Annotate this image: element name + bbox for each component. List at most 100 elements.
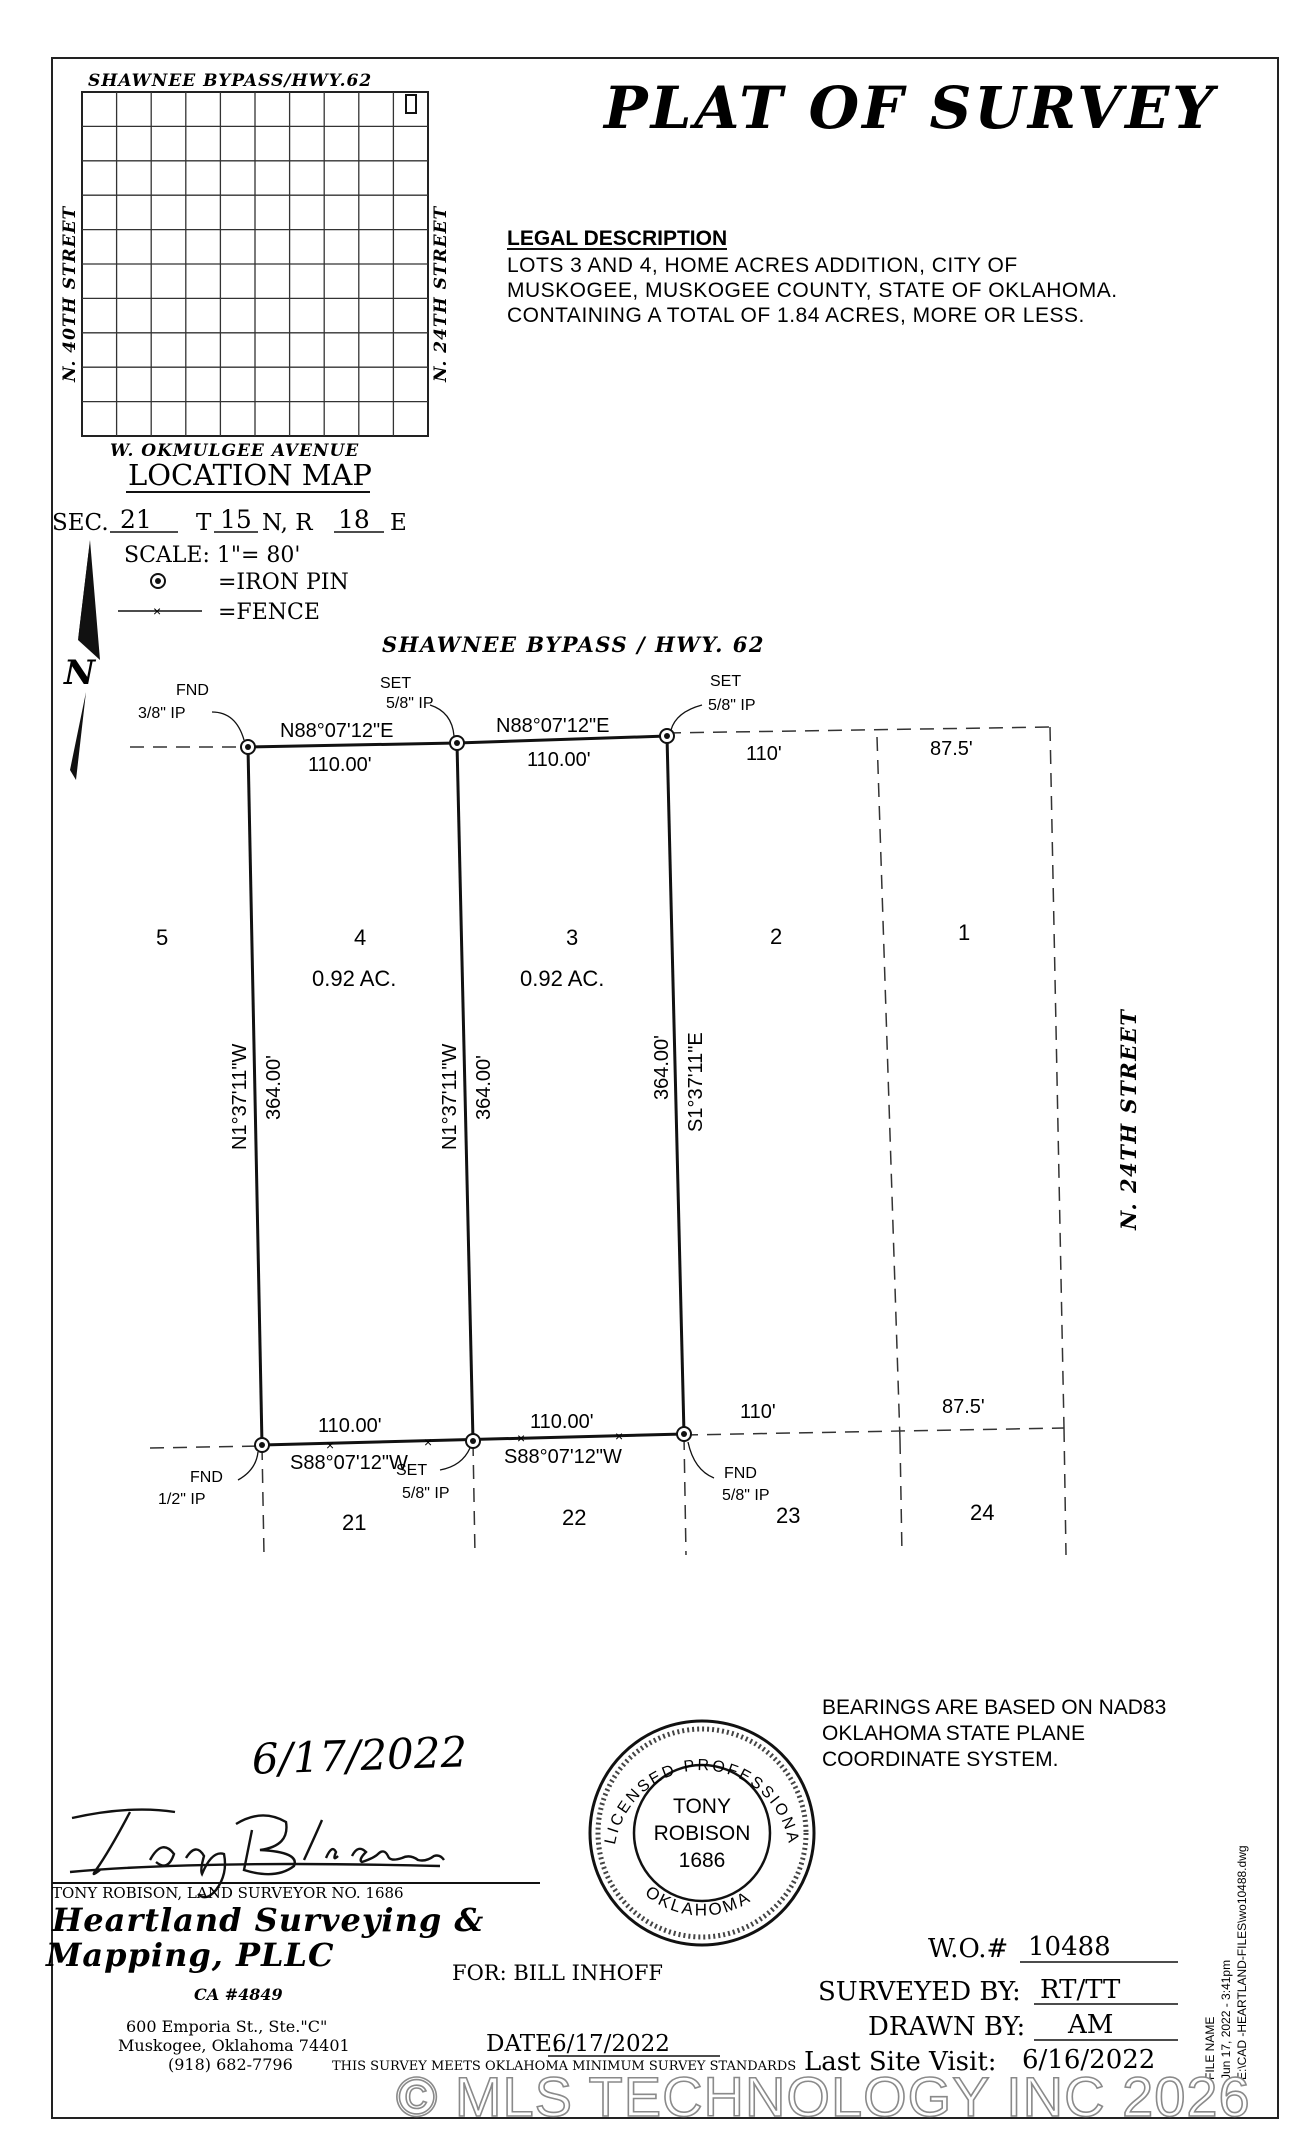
lot-acreage: 0.92 AC. — [312, 966, 396, 991]
basis-line: OKLAHOMA STATE PLANE — [822, 1722, 1085, 1745]
r-value: 18 — [338, 505, 370, 534]
top-distance: 87.5' — [930, 738, 973, 760]
iron-pin-legend-label: =IRON PIN — [218, 570, 349, 595]
pin-label: SET — [380, 675, 411, 692]
drawn-by-label: DRAWN BY: — [868, 2012, 1025, 2042]
signature-date: 6/17/2022 — [251, 1727, 468, 1783]
lot-number: 5 — [156, 925, 168, 950]
line-annotations: N88°07'12"E N88°07'12"E 110.00' 110.00' … — [229, 715, 985, 1474]
work-order-label: W.O.# — [928, 1934, 1008, 1964]
seal-state: OKLAHOMA — [642, 1882, 752, 1919]
pin-label: 5/8" IP — [386, 695, 433, 712]
bottom-distance: 110.00' — [530, 1411, 594, 1433]
legal-description-line: MUSKOGEE, MUSKOGEE COUNTY, STATE OF OKLA… — [507, 279, 1118, 302]
iron-pin-icon — [254, 1437, 270, 1453]
plat-right-road: N. 24TH STREET — [1116, 1009, 1141, 1231]
lower-lot-number: 21 — [342, 1510, 366, 1535]
basis-of-bearings: BEARINGS ARE BASED ON NAD83 OKLAHOMA STA… — [822, 1696, 1166, 1771]
bottom-bearing: S88°07'12"W — [504, 1446, 622, 1468]
lot-number: 3 — [566, 925, 578, 950]
side-distance: 364.00' — [651, 1035, 673, 1100]
scale-text: SCALE: 1"= 80' — [124, 543, 300, 568]
client: FOR: BILL INHOFF — [452, 1961, 663, 1985]
lot-number: 2 — [770, 924, 782, 949]
svg-text:×: × — [424, 1434, 432, 1450]
location-map-label: LOCATION MAP — [128, 458, 372, 492]
phone: (918) 682-7796 — [168, 2055, 293, 2074]
surveyed-by-label: SURVEYED BY: — [818, 1977, 1021, 2007]
t-suffix: N, R — [262, 510, 313, 536]
north-label: N — [63, 653, 97, 693]
pin-label: 5/8" IP — [722, 1487, 769, 1504]
pin-label: 5/8" IP — [708, 697, 755, 714]
pin-leaders — [211, 704, 715, 1481]
t-prefix: T — [196, 510, 212, 536]
seal-name: TONY — [673, 1795, 731, 1818]
iron-pin-icon — [449, 735, 465, 751]
survey-boundary — [246, 734, 686, 1447]
iron-pin-icon — [465, 1433, 481, 1449]
date-label: DATE: — [486, 2031, 560, 2057]
location-map-site-marker — [405, 94, 417, 114]
lower-lot-number: 24 — [970, 1500, 994, 1525]
pin-label: FND — [724, 1465, 757, 1482]
address-line2: Muskogee, Oklahoma 74401 — [118, 2036, 350, 2055]
iron-pin-icon — [676, 1426, 692, 1442]
lot-number: 4 — [354, 925, 366, 950]
file-info-line: Jun 17, 2022 - 3:41pm — [1219, 1960, 1233, 2080]
top-bearing: N88°07'12"E — [280, 720, 393, 742]
iron-pin-icon — [240, 739, 256, 755]
last-visit-label: Last Site Visit: — [804, 2047, 997, 2077]
r-suffix: E — [390, 510, 407, 536]
pin-label: SET — [396, 1462, 427, 1479]
surveyor-caption: TONY ROBISON, LAND SURVEYOR NO. 1686 — [52, 1884, 404, 1902]
top-distance: 110' — [746, 743, 782, 765]
location-map-top-road: SHAWNEE BYPASS/HWY.62 — [88, 71, 372, 91]
basis-line: COORDINATE SYSTEM. — [822, 1748, 1058, 1771]
legend: SCALE: 1"= 80' =IRON PIN × =FENCE — [118, 543, 349, 625]
pin-label: 1/2" IP — [158, 1491, 205, 1508]
work-order-value: 10488 — [1028, 1932, 1111, 1962]
legal-description-line: LOTS 3 AND 4, HOME ACRES ADDITION, CITY … — [507, 254, 1018, 277]
side-distance: 364.00' — [263, 1055, 285, 1120]
surveyor-signature-icon — [69, 1808, 445, 1899]
side-bearing: N1°37'11"W — [229, 1044, 251, 1150]
bottom-distance: 110' — [740, 1401, 776, 1423]
legal-description-heading: LEGAL DESCRIPTION — [507, 227, 727, 250]
t-value: 15 — [220, 505, 252, 534]
iron-pin-icon — [659, 728, 675, 744]
section-township-range: SEC. 21 T 15 N, R 18 E — [52, 505, 407, 536]
legal-description: LEGAL DESCRIPTION LOTS 3 AND 4, HOME ACR… — [507, 227, 1118, 327]
fence-legend-label: =FENCE — [218, 600, 320, 625]
pin-label: FND — [176, 682, 209, 699]
last-visit-value: 6/16/2022 — [1022, 2045, 1155, 2075]
iron-pins — [240, 728, 692, 1453]
svg-text:×: × — [153, 603, 161, 619]
bottom-distance: 110.00' — [318, 1415, 382, 1437]
page-title: PLAT OF SURVEY — [602, 74, 1219, 142]
top-distance: 110.00' — [527, 749, 591, 771]
lot-acreage: 0.92 AC. — [520, 966, 604, 991]
file-info-line: E:\CAD -HEARTLAND-FILES\wo10488.dwg — [1235, 1845, 1249, 2080]
location-map-right-road: N. 24TH STREET — [431, 205, 451, 383]
sec-prefix: SEC. — [52, 510, 109, 536]
lot-labels: 5 4 3 2 1 0.92 AC. 0.92 AC. 21 22 23 24 — [156, 920, 994, 1535]
location-map-bottom-road: W. OKMULGEE AVENUE — [110, 441, 359, 461]
lower-lot-number: 23 — [776, 1503, 800, 1528]
top-distance: 110.00' — [308, 754, 372, 776]
sec-value: 21 — [120, 505, 152, 534]
seal-name: ROBISON — [654, 1822, 751, 1845]
pin-label: SET — [710, 673, 741, 690]
pin-label: 3/8" IP — [138, 705, 185, 722]
file-info: FILE NAME Jun 17, 2022 - 3:41pm E:\CAD -… — [1203, 1845, 1249, 2080]
fence-marks: × × × × — [326, 1428, 623, 1453]
standards-note: THIS SURVEY MEETS OKLAHOMA MINIMUM SURVE… — [332, 2059, 796, 2074]
top-bearing: N88°07'12"E — [496, 715, 609, 737]
plat-top-road: SHAWNEE BYPASS / HWY. 62 — [382, 632, 765, 657]
lot-number: 1 — [958, 920, 970, 945]
svg-text:×: × — [326, 1437, 334, 1453]
seal-number: 1686 — [679, 1849, 726, 1872]
pin-label: 5/8" IP — [402, 1485, 449, 1502]
legal-description-line: CONTAINING A TOTAL OF 1.84 ACRES, MORE O… — [507, 304, 1085, 327]
